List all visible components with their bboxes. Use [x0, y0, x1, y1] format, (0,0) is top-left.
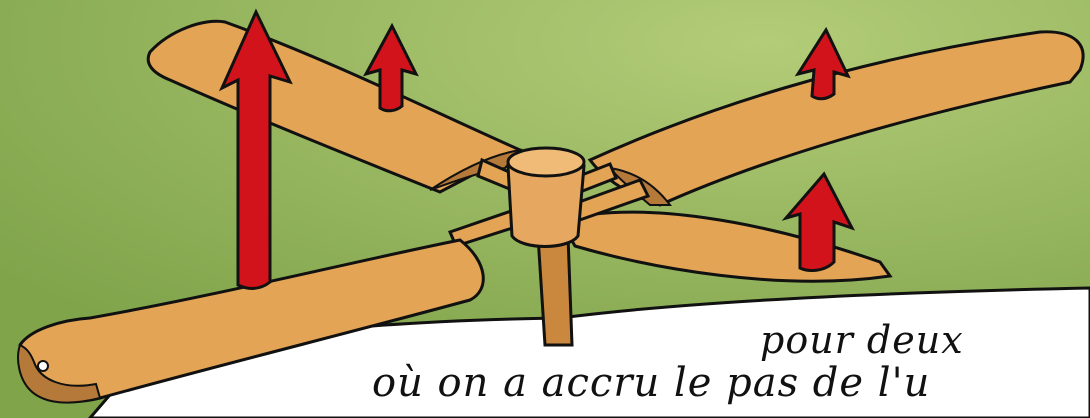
- caption-line-2: où on a accru le pas de l'u: [372, 360, 930, 406]
- caption-line-1: pour deux: [760, 318, 964, 362]
- rotor-shaft: [538, 236, 572, 345]
- blade-rivet: [38, 361, 48, 371]
- rotor-hub: [508, 148, 584, 247]
